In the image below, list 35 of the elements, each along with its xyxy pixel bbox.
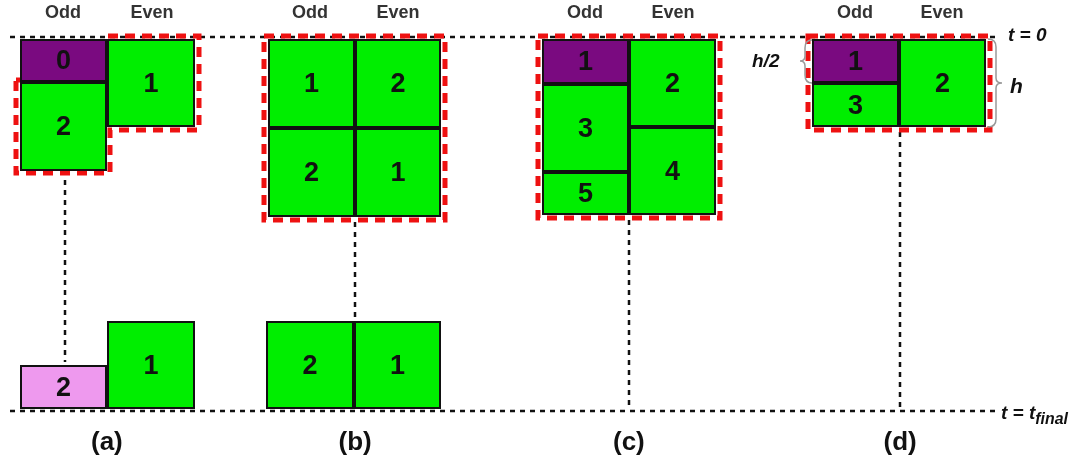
column-header: Even [376, 2, 420, 23]
time-block: 1 [107, 321, 195, 409]
column-header: Odd [45, 2, 81, 23]
time-block: 1 [812, 39, 899, 83]
column-header: Even [920, 2, 964, 23]
time-block: 1 [268, 39, 355, 128]
time-block: 2 [629, 39, 716, 127]
panel-label: (d) [883, 426, 917, 457]
panel-label: (b) [338, 426, 372, 457]
time-block: 2 [20, 82, 107, 171]
time-block: 1 [107, 39, 195, 127]
column-header: Even [130, 2, 174, 23]
time-block: 0 [20, 39, 107, 82]
time-block: 5 [542, 172, 629, 215]
time-block: 4 [629, 127, 716, 215]
time-block: 2 [266, 321, 354, 409]
time-block: 2 [355, 39, 441, 128]
panel-label: (c) [613, 426, 645, 457]
time-label: t = t$_{final}$ [1001, 402, 1068, 428]
panel-label: (a) [91, 426, 123, 457]
column-header: Even [651, 2, 695, 23]
time-label: t = 0 [1008, 24, 1047, 46]
dimension-label: h [1010, 74, 1023, 98]
time-block: 3 [542, 84, 629, 172]
column-header: Odd [567, 2, 603, 23]
time-block: 2 [899, 39, 986, 127]
column-header: Odd [292, 2, 328, 23]
dimension-label: h/2 [752, 50, 780, 72]
column-header: Odd [837, 2, 873, 23]
time-block: 2 [268, 128, 355, 217]
time-block: 2 [20, 365, 107, 409]
time-block: 3 [812, 83, 899, 127]
time-block: 1 [354, 321, 441, 409]
time-block: 1 [355, 128, 441, 217]
time-block: 1 [542, 39, 629, 84]
